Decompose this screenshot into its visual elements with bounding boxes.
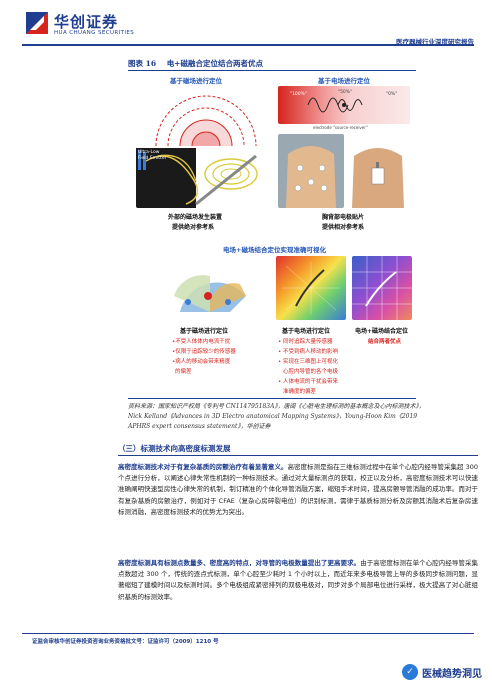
paragraph-2-body: 由于高密度标测在单个心腔内经导管采集点数超过 300 个，传统的逐点式标测，单个… [118, 559, 479, 601]
chest-electrode-image [278, 134, 344, 208]
pct-label-mid: "50%" [338, 90, 353, 95]
mag-caption-line2: 提供绝对参考系 [172, 224, 215, 231]
col1-item-3: •病人的移动会带来精度 [172, 359, 231, 365]
back-electrode-image [346, 134, 410, 208]
elec-top-title: 基于电场进行定位 [318, 77, 370, 85]
col2-item-1: • 同时追踪大量传感器 [278, 339, 333, 345]
paragraph-1-lead: 高密度标测技术对于有复杂基质的房颤治疗有着显著意义。 [118, 463, 288, 471]
figure-caption-divider [128, 70, 416, 71]
col1-item-4: 的偏差 [175, 369, 192, 375]
wechat-icon: ✓ [402, 664, 418, 680]
back-torso-illustration [352, 148, 404, 208]
paragraph-2: 高密度标测具有标测点数量多、密度高的特点，对导管的电极数量提出了更高要求。由于高… [118, 558, 478, 603]
section-heading: （三）标测技术向高密度标测发展 [118, 444, 231, 453]
col3-title: 电场+磁场结合定位 [355, 328, 409, 335]
mag-caption-line1: 外部的磁场发生装置 [168, 214, 223, 221]
col1-title: 基于磁场进行定位 [180, 328, 229, 335]
col2-item-2: • 不受到病人移动的影响 [278, 349, 338, 355]
logo-english-name: HUA CHUANG SECURITIES [54, 30, 135, 36]
elec-caption-line2: 提供相对参考系 [322, 224, 365, 231]
elec-caption-line1: 胸背部电极贴片 [322, 214, 365, 221]
electric-gradient-image: "100%" "50%" "0%" [278, 86, 410, 124]
footer-license: 证监会审核华创证券投资咨询业务资格批文号：证监许可（2009）1210 号 [32, 639, 219, 645]
col2-item-5: • 人体电流的干扰会带来 [278, 379, 338, 385]
figure-caption: 图表 16 电+磁融合定位结合两者优点 [128, 58, 263, 69]
footer-divider [22, 633, 474, 634]
section-divider [118, 455, 478, 456]
source-divider [128, 398, 416, 399]
col2-item-4: 心腔内导管的各个电极 [283, 369, 339, 375]
combined-title: 电场+磁场结合定位实现准确可视化 [223, 246, 326, 254]
electrode-label: electrode "source-receiver" [313, 125, 368, 130]
header-divider [22, 44, 474, 46]
positioning-figure: 基于磁场进行定位 基于电场进行定位 Ultra-Low Field Emitte… [128, 72, 416, 397]
mag-sphere-image [170, 256, 250, 320]
paragraph-1: 高密度标测技术对于有复杂基质的房颤治疗有着显著意义。高密度标测是指在三维标测过程… [118, 462, 478, 518]
watermark: ✓ 医械趋势洞见 [402, 664, 482, 680]
elec-grid-illustration [282, 262, 340, 314]
magnetic-field-image: Ultra-Low Field Emitter [136, 86, 274, 208]
elec-field-image [276, 256, 346, 320]
figure-title: 电+磁融合定位结合两者优点 [166, 59, 263, 68]
mag-top-title: 基于磁场进行定位 [170, 77, 222, 85]
magnetic-field-illustration [136, 95, 258, 208]
figure-number: 图表 16 [128, 59, 157, 68]
chest-torso-illustration [286, 146, 336, 208]
huachuang-logo-icon [26, 12, 48, 34]
col2-item-3: • 实现在三维图上可视化 [278, 359, 338, 365]
mag-sphere-illustration [174, 275, 246, 312]
col1-item-2: •仅限于追踪较少的传感器 [172, 349, 236, 355]
col3-item: 结合两者优点 [368, 339, 402, 345]
col2-title: 基于电场进行定位 [282, 328, 331, 335]
combined-grid-illustration [352, 256, 412, 320]
paragraph-2-lead: 高密度标测具有标测点数量多、密度高的特点，对导管的电极数量提出了更高要求。 [118, 559, 361, 567]
paragraph-1-body: 高密度标测是指在三维标测过程中在单个心腔内经导管采集超 300 个点进行分析，以… [118, 463, 478, 516]
ultra-low-label: Ultra-Low Field Emitter [138, 150, 167, 161]
report-title: 医疗器械行业深度研究报告 [396, 38, 474, 46]
col2-item-6: 准确度的偏差 [283, 389, 317, 395]
page-header: 华创证券 HUA CHUANG SECURITIES 医疗器械行业深度研究报告 [22, 8, 474, 46]
watermark-text: 医械趋势洞见 [422, 668, 482, 680]
electric-wave-illustration [307, 97, 363, 113]
pct-label-right: "0%" [386, 92, 398, 97]
combined-field-image [352, 256, 412, 320]
logo-chinese-name: 华创证券 [54, 13, 119, 31]
source-note: 资料来源：国家知识产权局《专利号 CN114795183A》，唐闽《心脏电生理标… [128, 403, 425, 430]
pct-label-left: "100%" [290, 92, 308, 97]
col1-item-1: •不受人体体内电流干扰 [172, 339, 231, 345]
